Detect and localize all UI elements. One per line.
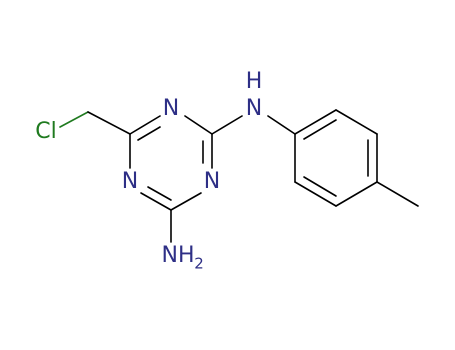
bond-ar-methyl <box>376 181 419 207</box>
bond-nh-aryl <box>267 115 296 135</box>
atom-label-ring-n-top: N <box>163 96 179 121</box>
bond-ar-2-3 <box>335 109 378 135</box>
atom-label-amino-subscript: 2 <box>194 255 204 273</box>
atom-label-amine-h: H <box>246 69 263 94</box>
bond-c4-n5 <box>140 192 172 211</box>
bond-ar-1-2 <box>294 109 337 135</box>
atom-label-amine-n: N <box>246 96 262 121</box>
bond-c6-n1-double <box>137 126 161 141</box>
bond-n1-c2 <box>184 115 213 135</box>
bond-c4-n5-double <box>147 186 172 201</box>
bond-n3-c4 <box>170 192 202 211</box>
bond-ar-5-6-double <box>303 176 337 197</box>
bond-ch2-c6 <box>87 111 131 135</box>
atom-label-chlorine: Cl <box>35 119 56 144</box>
bond-c2-nh <box>211 115 243 135</box>
bond-ar-4-5 <box>335 181 378 207</box>
bond-ar-5-6 <box>294 181 337 207</box>
atom-label-amino-n: NH <box>162 243 195 268</box>
bond-ar-1-2-double <box>303 119 337 140</box>
atom-label-ring-n-left: N <box>122 169 138 194</box>
atom-label-ring-n-right: N <box>204 169 220 194</box>
bond-c6-n1 <box>129 115 161 135</box>
bond-cl-ch2 <box>59 111 89 128</box>
